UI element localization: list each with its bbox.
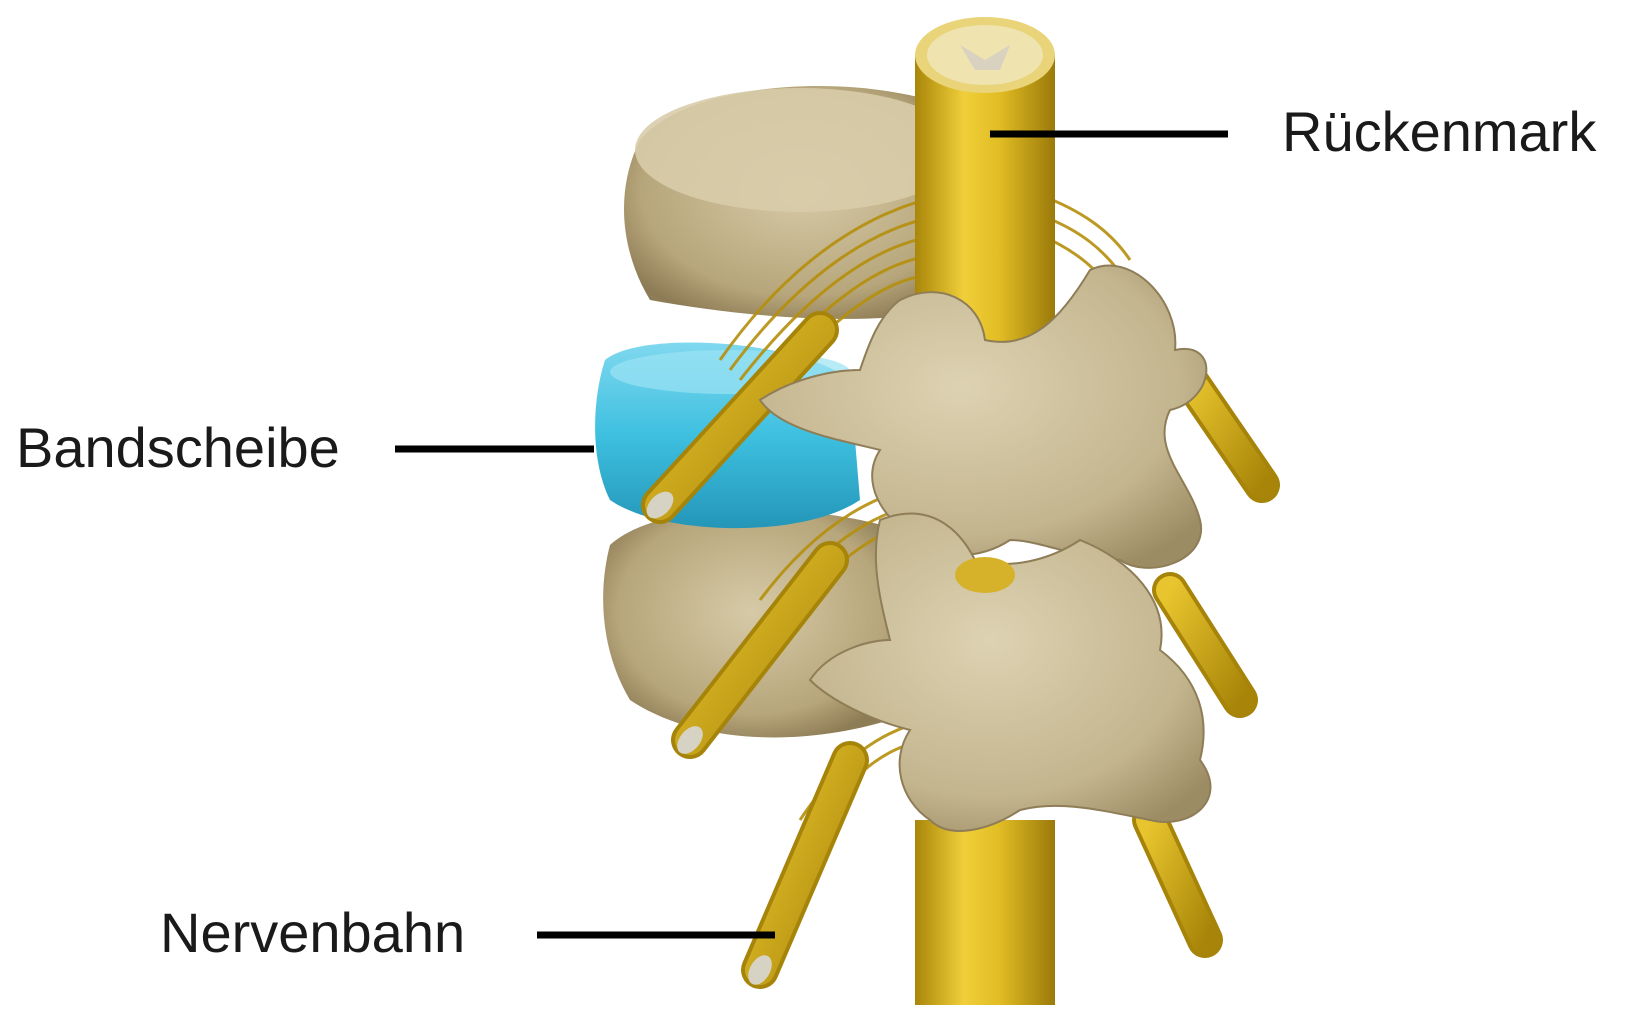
label-disc: Bandscheibe [16, 420, 340, 476]
label-spinal-cord: Rückenmark [1282, 104, 1596, 160]
label-nerve: Nervenbahn [160, 905, 465, 961]
